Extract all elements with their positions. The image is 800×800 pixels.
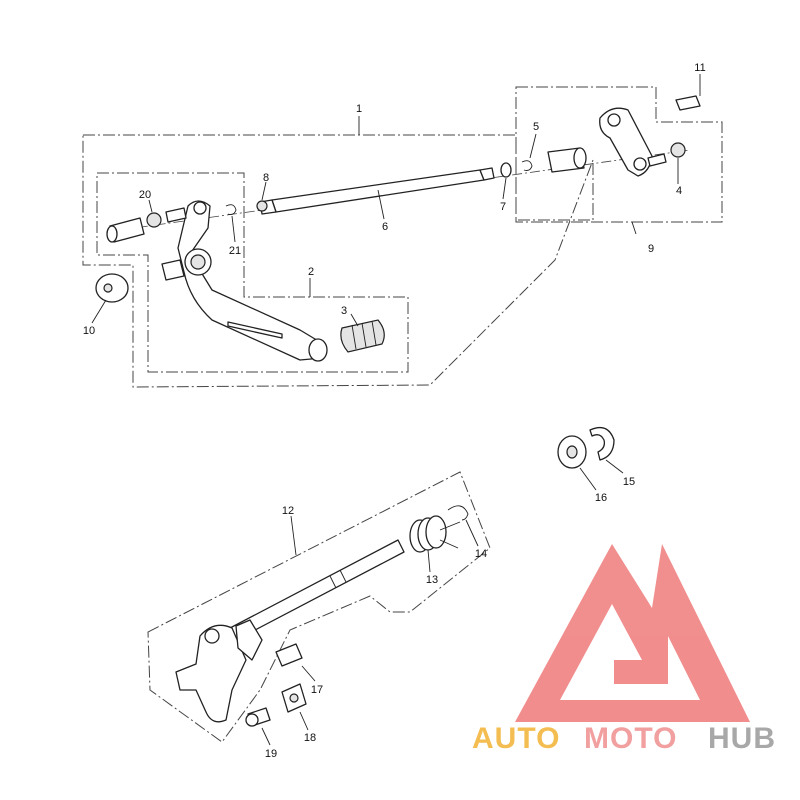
washer-20 <box>146 212 162 228</box>
bolt-near-4 <box>647 153 667 167</box>
group-outline-1 <box>82 134 594 388</box>
callout-14: 14 <box>475 548 487 560</box>
callout-8: 8 <box>263 172 269 184</box>
callout-5: 5 <box>533 121 539 133</box>
callout-9: 9 <box>648 243 654 255</box>
callout-15: 15 <box>623 476 635 488</box>
circlip-14 <box>447 505 469 521</box>
callout-16: 16 <box>595 492 607 504</box>
pivot-cap-10 <box>95 273 129 303</box>
callout-13: 13 <box>426 574 438 586</box>
ball-joint-sleeve <box>547 147 587 173</box>
return-spring-13 <box>409 515 461 553</box>
shift-arm <box>599 107 653 177</box>
bolt-17 <box>275 643 303 667</box>
washer-16 <box>557 435 587 469</box>
callout-17: 17 <box>311 684 323 696</box>
washer-7 <box>500 162 512 178</box>
group-outline-2 <box>96 172 409 373</box>
gear-pedal-lever <box>177 200 328 362</box>
small-bolt <box>165 207 187 223</box>
callout-10: 10 <box>83 325 95 337</box>
pedal-rubber <box>340 319 385 353</box>
washer-8 <box>256 200 268 212</box>
callout-2: 2 <box>308 266 314 278</box>
group-outline-12 <box>147 471 491 743</box>
callout-4: 4 <box>676 185 682 197</box>
bush <box>161 259 185 281</box>
group-outline-9 <box>515 86 723 223</box>
callout-21: 21 <box>229 245 241 257</box>
callout-18: 18 <box>304 732 316 744</box>
nut-4 <box>670 142 686 158</box>
logo-triangle-mark <box>515 544 750 722</box>
leader-lines <box>91 74 701 746</box>
brand-moto: MOTO <box>584 722 677 755</box>
pivot-bolt-left <box>106 217 145 243</box>
callout-11: 11 <box>694 62 705 74</box>
callout-19: 19 <box>265 748 277 760</box>
circlip-21 <box>225 204 237 215</box>
callout-6: 6 <box>382 221 388 233</box>
automotohub-logo: AUTO MOTO HUB <box>472 544 776 755</box>
circlip-15 <box>589 426 615 461</box>
circlip-5 <box>521 160 533 171</box>
callout-12: 12 <box>282 505 294 517</box>
brand-hub: HUB <box>708 722 776 755</box>
bolt-11 <box>675 95 701 111</box>
plate-18 <box>281 683 307 713</box>
bolt-19 <box>245 707 271 727</box>
callout-labels: 1 2 3 4 5 6 7 8 9 10 11 12 13 14 15 16 1… <box>83 62 706 760</box>
callout-20: 20 <box>139 189 151 201</box>
callout-7: 7 <box>500 201 506 213</box>
callout-1: 1 <box>356 103 362 115</box>
shift-shaft <box>175 539 405 723</box>
callout-3: 3 <box>341 305 347 317</box>
brand-auto: AUTO <box>472 722 560 755</box>
